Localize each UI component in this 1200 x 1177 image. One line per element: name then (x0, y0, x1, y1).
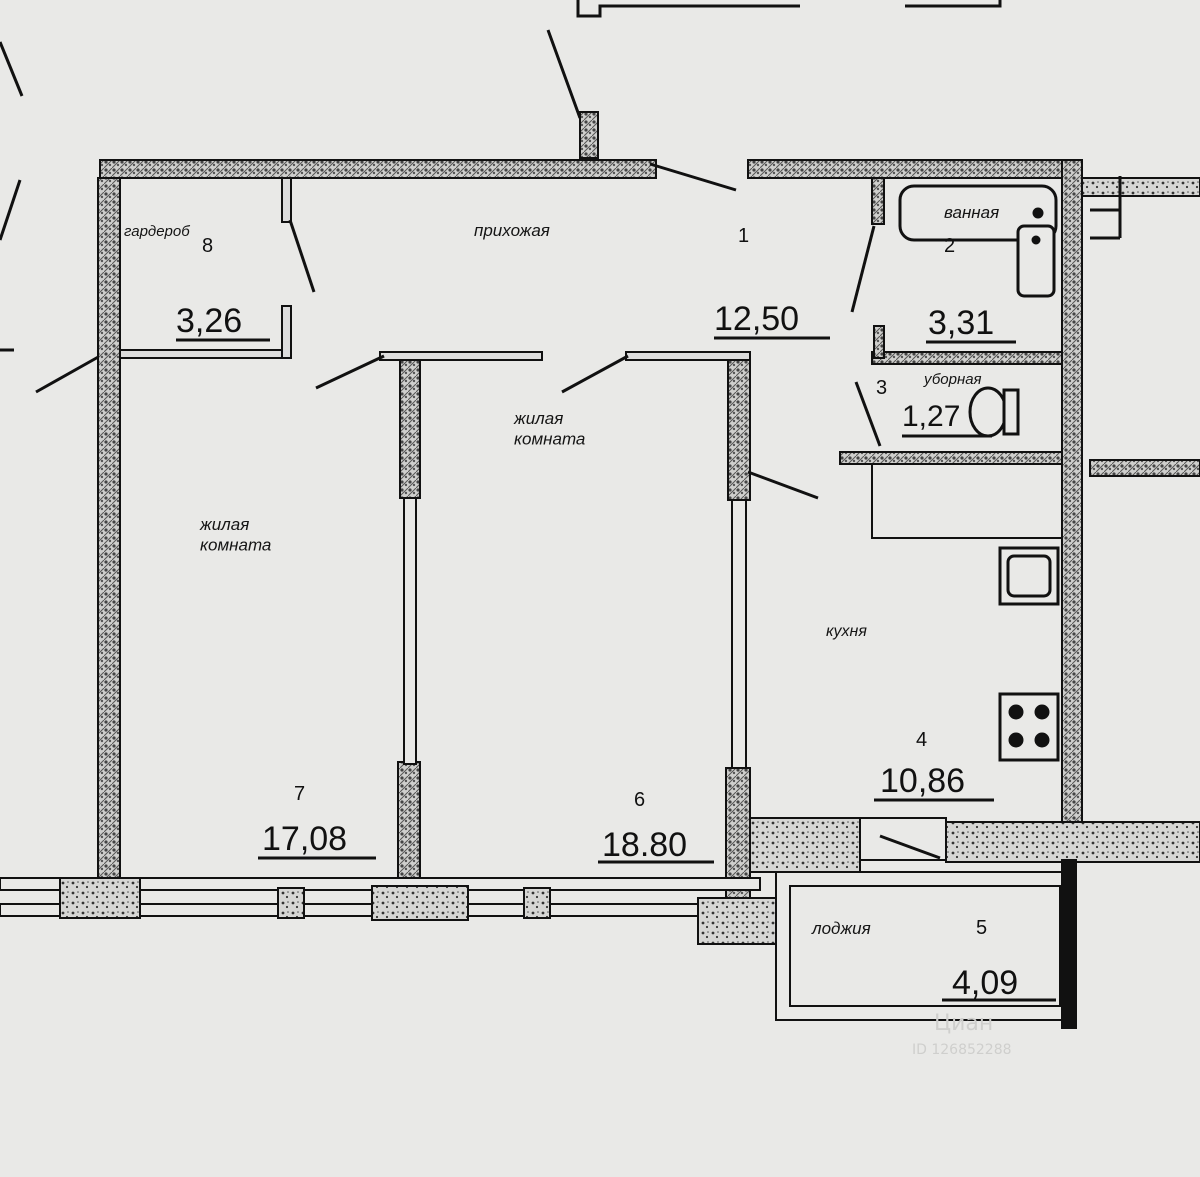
room-2-name: ванная (944, 203, 999, 222)
room-4: кухня 4 10,86 (826, 623, 965, 800)
room-2-area: 3,31 (928, 304, 994, 342)
room-8: гардероб 8 3,26 (124, 223, 242, 340)
watermark-id: ID 126852288 (912, 1042, 1012, 1058)
room-8-name: гардероб (124, 223, 190, 240)
room-6-area: 18.80 (602, 826, 687, 864)
room-4-number: 4 (916, 729, 927, 751)
room-3-number: 3 (876, 377, 887, 399)
room-5-number: 5 (976, 917, 987, 939)
walls (0, 159, 1200, 1029)
room-2-number: 2 (944, 235, 955, 257)
room-1-name: прихожая (474, 221, 550, 240)
room-7-number: 7 (294, 783, 305, 805)
room-8-number: 8 (202, 235, 213, 257)
toilet (968, 386, 1020, 438)
room-1-area: 12,50 (714, 300, 799, 338)
room-3: уборная 3 1,27 (876, 371, 982, 433)
bathtub (898, 184, 1058, 242)
room-8-area: 3,26 (176, 302, 242, 340)
room-2: ванная 2 3,31 (928, 203, 999, 342)
bath-sink (1016, 224, 1056, 298)
stove (998, 692, 1060, 762)
area-underlines (176, 336, 1056, 1002)
room-5-area: 4,09 (952, 964, 1018, 1002)
kitchen-sink (998, 546, 1060, 606)
room-5: лоджия 5 4,09 (811, 917, 1018, 1002)
door-swings (288, 162, 1122, 860)
room-1-number: 1 (738, 225, 749, 247)
room-4-name: кухня (826, 623, 867, 640)
room-3-area: 1,27 (902, 400, 960, 433)
room-1: прихожая 1 12,50 (474, 221, 799, 338)
watermark: Циан ID 126852288 (912, 1011, 1012, 1058)
watermark-brand: Циан (934, 1011, 993, 1036)
room-5-name: лоджия (811, 919, 871, 938)
room-3-name: уборная (923, 371, 982, 388)
room-4-area: 10,86 (880, 762, 965, 800)
room-6-number: 6 (634, 789, 645, 811)
room-7-area: 17,08 (262, 820, 347, 858)
upper-fragment (0, 0, 1002, 394)
